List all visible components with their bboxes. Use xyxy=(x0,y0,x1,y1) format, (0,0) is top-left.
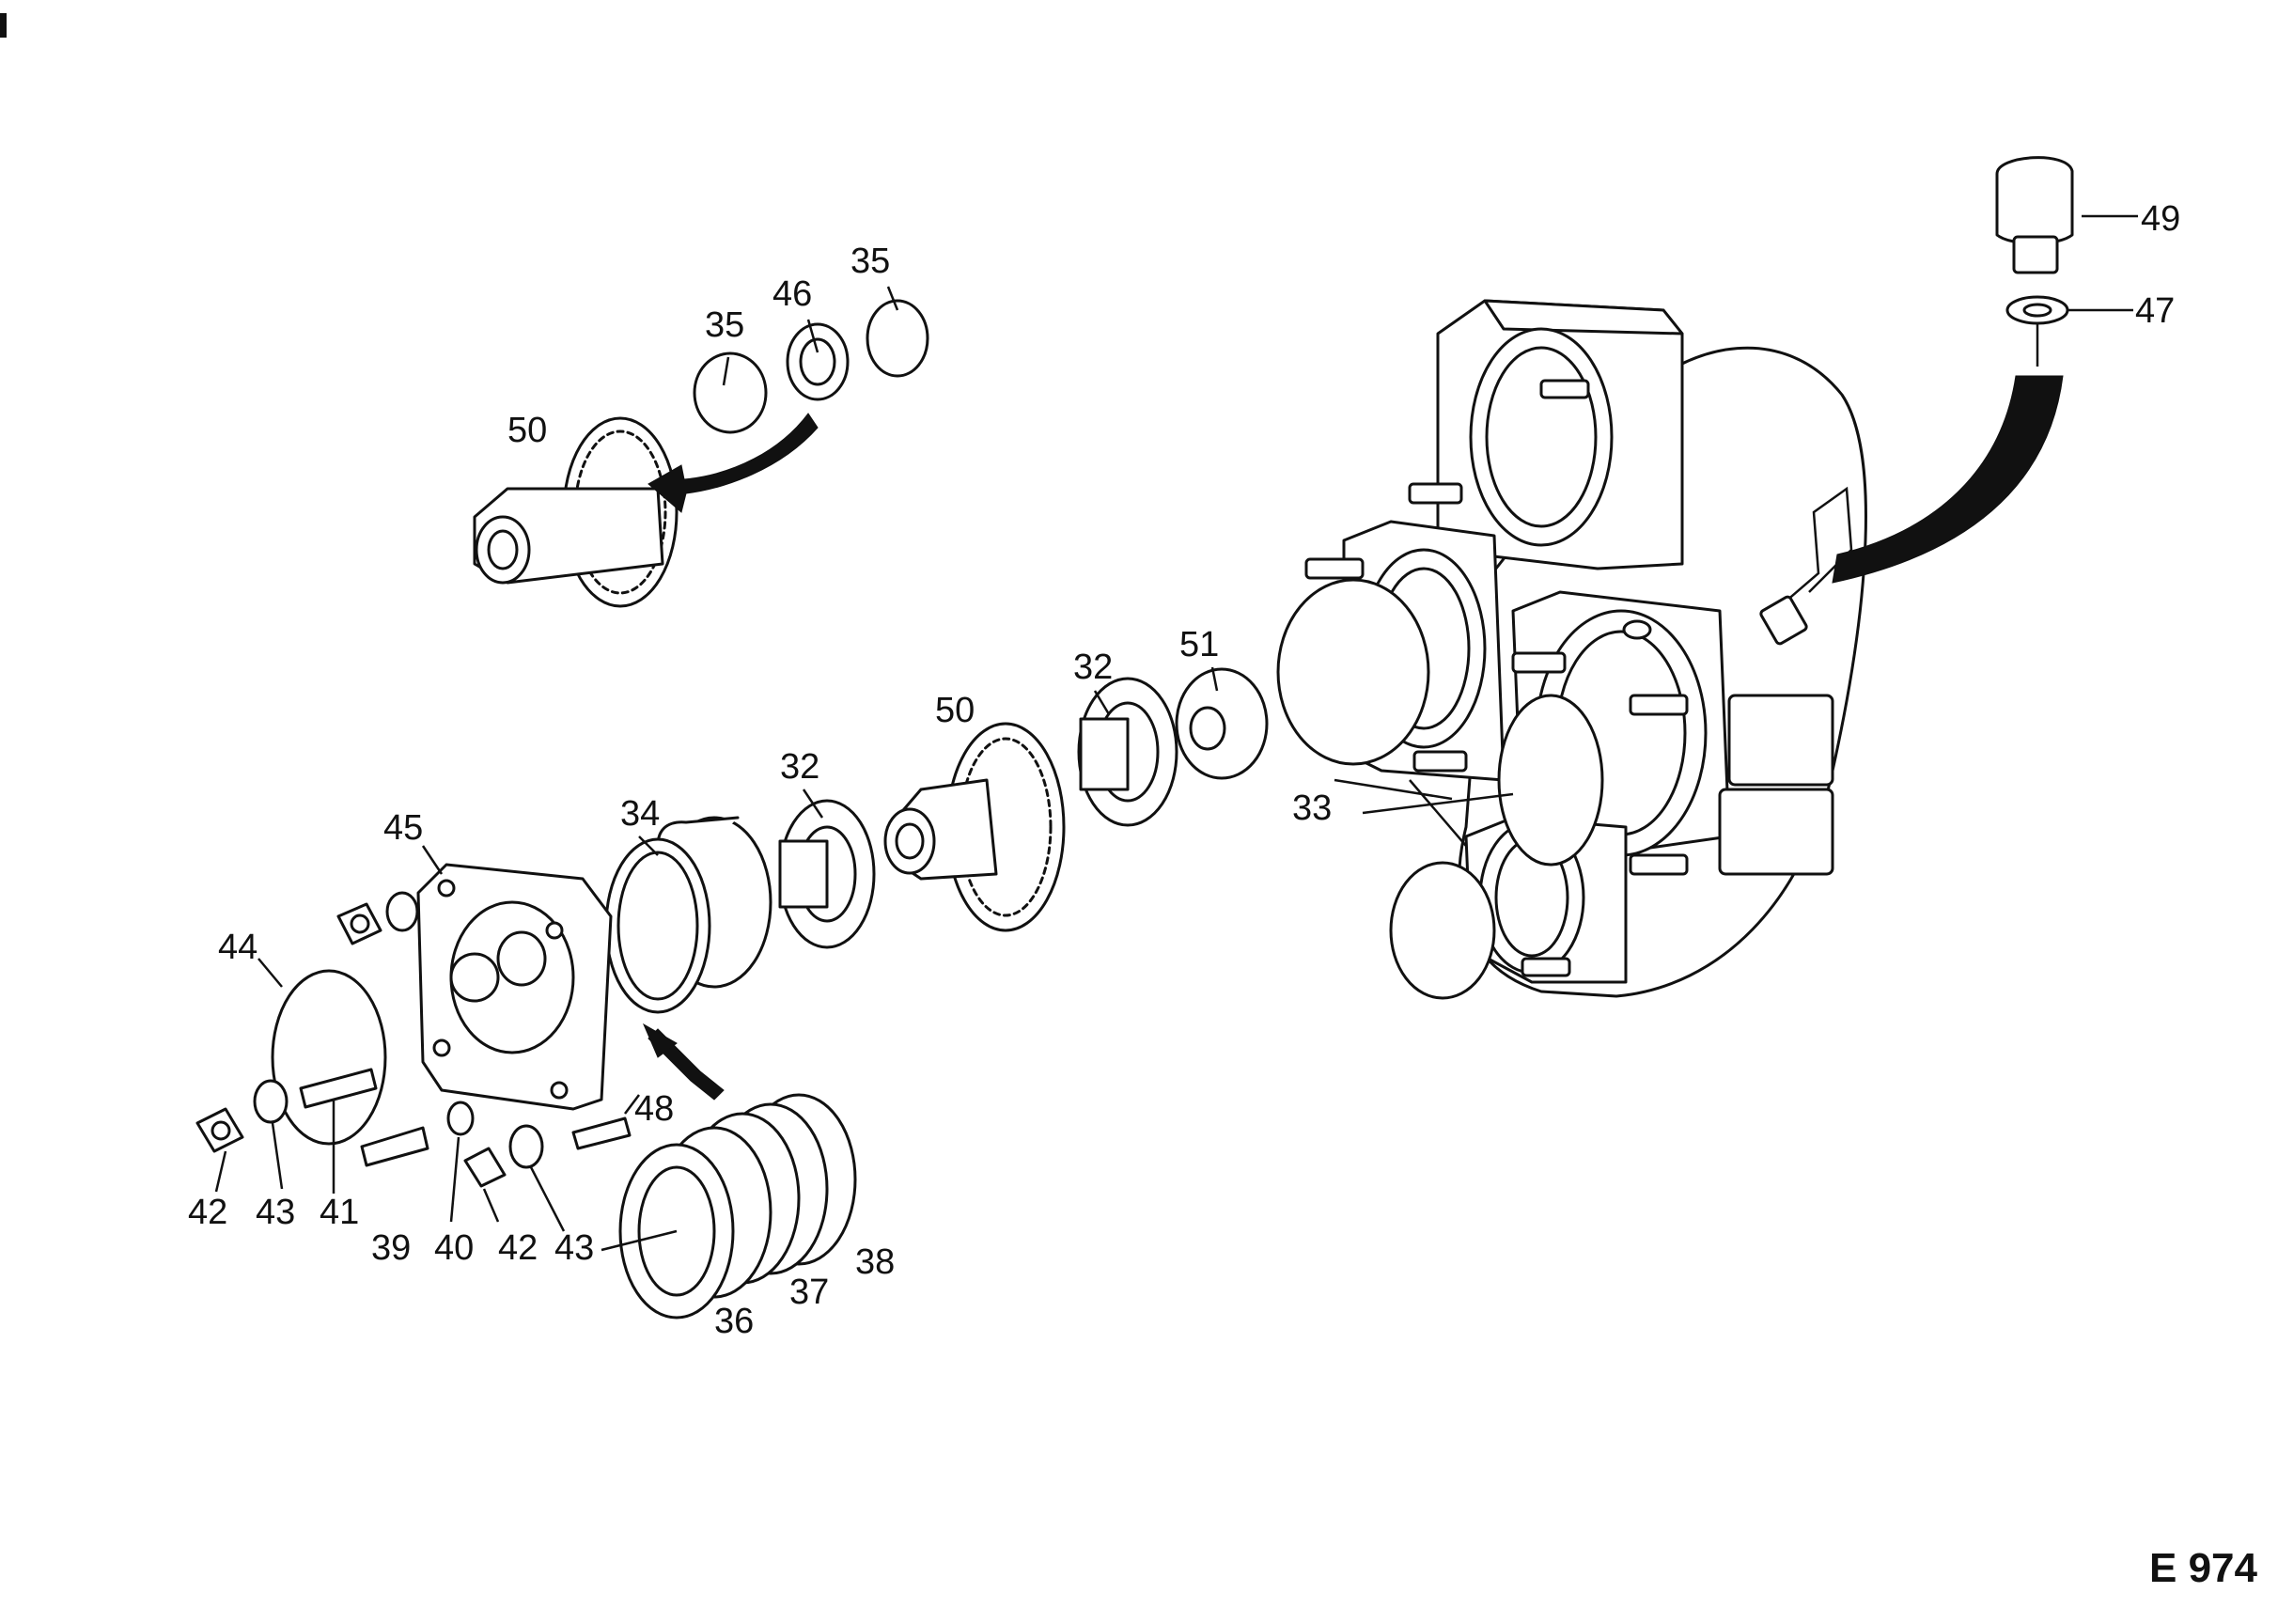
callout-35-right: 35 xyxy=(850,242,890,281)
gear-50-lower xyxy=(883,722,1066,932)
callout-44: 44 xyxy=(218,928,257,967)
arrow-plug-to-housing xyxy=(1832,375,2064,584)
nut-42-upper xyxy=(336,902,382,945)
nut-42-right xyxy=(463,1147,507,1188)
washer-43-right xyxy=(508,1124,544,1169)
disc-51 xyxy=(1175,667,1269,780)
callout-34: 34 xyxy=(620,794,660,834)
callout-43-left: 43 xyxy=(256,1193,295,1232)
callout-39: 39 xyxy=(371,1228,411,1268)
bearing-32-right xyxy=(1077,677,1178,827)
arrow-to-upper-gear xyxy=(648,413,819,513)
callout-46: 46 xyxy=(772,274,812,314)
callout-36: 36 xyxy=(714,1302,754,1341)
callout-32-left: 32 xyxy=(780,747,819,787)
drawing-code: E 974 xyxy=(2149,1545,2257,1591)
callout-42-right: 42 xyxy=(498,1228,538,1268)
callout-38: 38 xyxy=(855,1242,895,1282)
pin-48 xyxy=(571,1116,632,1150)
circlip-35-right xyxy=(866,299,929,378)
callout-40: 40 xyxy=(434,1228,474,1268)
leader-lines xyxy=(214,214,2138,1252)
callout-50-lower: 50 xyxy=(935,691,975,730)
plug-49 xyxy=(1995,156,2074,274)
callout-37: 37 xyxy=(789,1273,829,1312)
callout-35-left: 35 xyxy=(705,305,744,345)
washer-43-upper xyxy=(385,891,419,932)
callout-41: 41 xyxy=(320,1193,359,1232)
callout-47: 47 xyxy=(2135,291,2175,331)
callout-48: 48 xyxy=(634,1089,674,1129)
nut-42-left xyxy=(195,1107,244,1153)
bushing-34 xyxy=(604,816,772,1014)
gasket-44 xyxy=(271,969,387,1146)
o-ring-33-upper xyxy=(1276,578,1430,766)
callout-labels: 49 47 35 35 46 50 51 32 50 32 34 45 33 4… xyxy=(188,199,2180,1341)
callout-33: 33 xyxy=(1292,789,1332,828)
callout-32-right: 32 xyxy=(1073,648,1113,687)
washer-43-left xyxy=(253,1079,289,1124)
circlip-35-left xyxy=(693,351,768,434)
callout-49: 49 xyxy=(2141,199,2180,239)
callout-42-left: 42 xyxy=(188,1193,227,1232)
callout-43-right: 43 xyxy=(554,1228,594,1268)
bolt-39 xyxy=(360,1126,429,1167)
callout-50-upper: 50 xyxy=(507,411,547,450)
cover-plate-45 xyxy=(416,863,613,1111)
corner-mark xyxy=(0,13,7,38)
callout-51: 51 xyxy=(1179,625,1219,664)
o-ring-33-middle xyxy=(1497,694,1604,867)
bearing-32-left xyxy=(778,799,876,949)
stud-41 xyxy=(299,1068,378,1109)
o-ring-33-lower xyxy=(1389,861,1496,1000)
gear-50-upper xyxy=(473,416,679,608)
callout-45: 45 xyxy=(383,808,423,848)
shims-36-37-38 xyxy=(618,1093,857,1320)
washer-40 xyxy=(446,1101,475,1136)
